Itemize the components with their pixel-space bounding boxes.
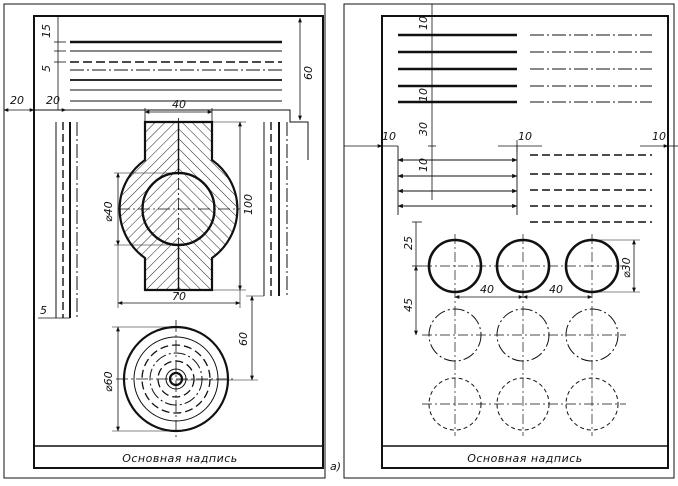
line-samples-chain — [530, 34, 652, 103]
dim-dia-40: ⌀40 — [102, 172, 178, 246]
dashed-lines-right — [530, 154, 652, 223]
circle-centerlines — [422, 234, 626, 436]
dim-circle-grid: 25 45 40 40 ⌀30 — [402, 221, 640, 336]
dim-top-10: 10 — [417, 16, 430, 30]
title-block-right: Основная надпись — [467, 452, 583, 465]
concentric-circles — [116, 320, 236, 438]
sheet-right: Основная надпись 10 — [343, 3, 678, 479]
svg-text:5: 5 — [40, 304, 47, 317]
sheet-left: Основная надпись а) 15 5 60 — [3, 3, 341, 479]
sheet-right-frame — [381, 15, 669, 469]
dim-bottom-5: 5 — [38, 304, 70, 319]
circle-grid — [422, 234, 626, 436]
dim-gap-60: 60 — [176, 295, 264, 381]
line-samples-thick — [398, 33, 517, 104]
svg-text:⌀30: ⌀30 — [620, 257, 633, 278]
title-block-left: Основная надпись — [122, 452, 238, 465]
sheet-marker-a: а) — [330, 460, 341, 473]
svg-text:40: 40 — [172, 98, 186, 111]
dim-mid-10: 10 — [417, 88, 430, 102]
line-samples-top — [70, 40, 282, 102]
top-block-outline — [34, 109, 309, 160]
svg-text:60: 60 — [237, 332, 250, 346]
sheet-left-frame — [33, 15, 324, 469]
arrow-lines — [397, 146, 518, 215]
dim-top-15: 15 5 — [40, 16, 66, 110]
dim-width-70: 70 — [117, 240, 241, 308]
line-samples-right — [263, 122, 288, 296]
dim-width-40: 40 — [144, 98, 213, 122]
sheet-left-outer — [3, 3, 326, 479]
svg-text:40: 40 — [480, 283, 494, 296]
svg-text:60: 60 — [302, 66, 315, 80]
dim-dia-60: ⌀60 — [102, 326, 176, 432]
svg-text:10: 10 — [382, 130, 396, 143]
svg-text:100: 100 — [242, 194, 255, 215]
svg-text:15: 15 — [40, 24, 53, 38]
svg-text:20: 20 — [10, 94, 24, 107]
line-samples-left — [55, 122, 78, 318]
svg-text:45: 45 — [402, 298, 415, 312]
svg-text:⌀40: ⌀40 — [102, 201, 115, 222]
svg-text:70: 70 — [172, 290, 186, 303]
svg-text:10: 10 — [518, 130, 532, 143]
hatched-section — [118, 118, 240, 296]
dim-left-20: 20 20 — [3, 94, 67, 112]
svg-text:40: 40 — [549, 283, 563, 296]
sheet-right-outer — [343, 3, 675, 479]
dim-top-60: 60 — [298, 17, 315, 121]
svg-text:⌀60: ⌀60 — [102, 371, 115, 392]
dim-gap-30: 30 — [417, 122, 430, 136]
dim-10-row: 10 10 10 — [344, 130, 678, 152]
svg-text:10: 10 — [652, 130, 666, 143]
svg-text:20: 20 — [46, 94, 60, 107]
svg-text:5: 5 — [40, 65, 53, 72]
svg-text:25: 25 — [402, 236, 415, 250]
